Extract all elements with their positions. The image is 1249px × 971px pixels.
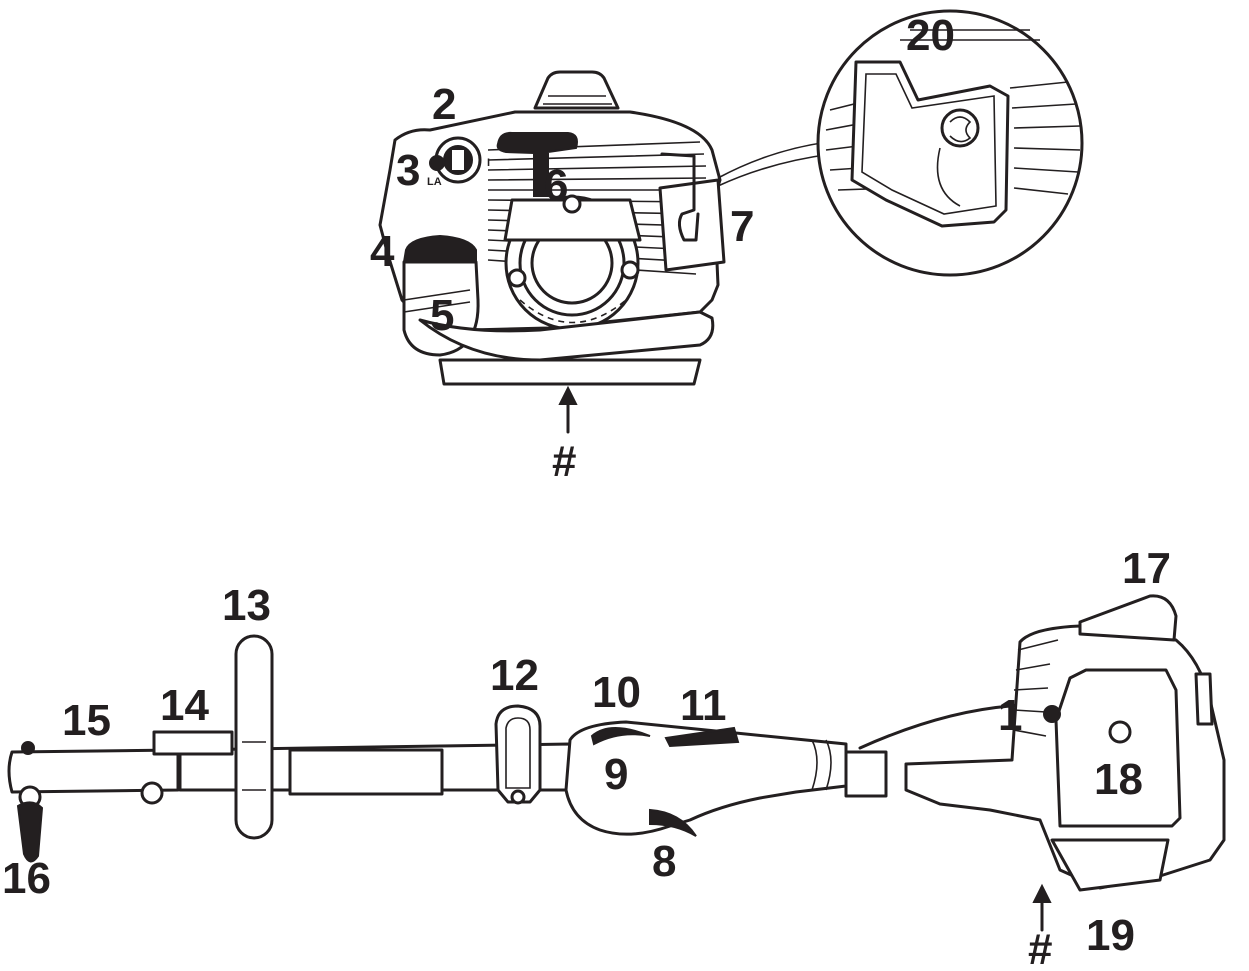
fuel-tank-side [1050,838,1170,892]
shaft-grip-sleeve [288,748,444,796]
la-mark: LA [427,176,442,188]
callout-11: 11 [680,681,727,730]
recoil-starter-handle [496,131,578,197]
engine-base-frame [418,310,715,362]
callout-10: 10 [592,668,641,717]
callout-9: 9 [604,750,628,799]
coupler-collar [152,730,234,756]
callout-labels: 2 3 4 5 6 7 20 # 13 14 15 16 12 10 11 9 … [2,11,1171,971]
guard-handle [234,634,274,840]
throttle-handle [564,720,848,836]
shaft-coupler [844,750,888,798]
callout-17: 17 [1122,544,1171,593]
top-handle-cover [1078,594,1178,642]
callout-19: 19 [1086,911,1135,960]
callout-8: 8 [652,837,676,886]
blade-tip [16,801,44,863]
callout-4: 4 [370,227,395,276]
callout-5: 5 [430,291,454,340]
callout-hash-bottom: # [1028,925,1052,971]
starter-bracket [503,198,642,242]
air-filter-cover [1054,668,1182,828]
callout-20: 20 [906,11,955,60]
stop-switch [590,727,651,746]
callout-7: 7 [730,202,754,251]
throttle-lockout [664,726,740,748]
callout-15: 15 [62,696,111,745]
engine-top-cap [533,70,620,110]
throttle-cable [858,698,1062,750]
callout-hash-top: # [552,437,576,486]
callout-14: 14 [160,681,209,730]
choke-on-mark: I [487,157,490,169]
engine-base [438,358,702,386]
callout-3: 3 [396,146,420,195]
throttle-trigger [649,808,697,837]
callout-16: 16 [2,854,51,903]
callout-13: 13 [222,581,271,630]
engine-front-view: LA I [378,70,833,434]
callout-18: 18 [1094,755,1143,804]
callout-1: 1 [998,691,1022,740]
spark-plug-boot-outline [850,60,1010,228]
fuel-tank-cap [402,234,477,263]
spark-plug-cover [658,178,726,272]
callout-2: 2 [432,80,456,129]
spark-plug [940,108,980,148]
callout-6: 6 [544,161,568,210]
spark-plug-inset [816,9,1084,277]
callout-12: 12 [490,651,539,700]
trimmer-side-view [7,594,1226,932]
loop-handle-clamp [494,704,542,804]
